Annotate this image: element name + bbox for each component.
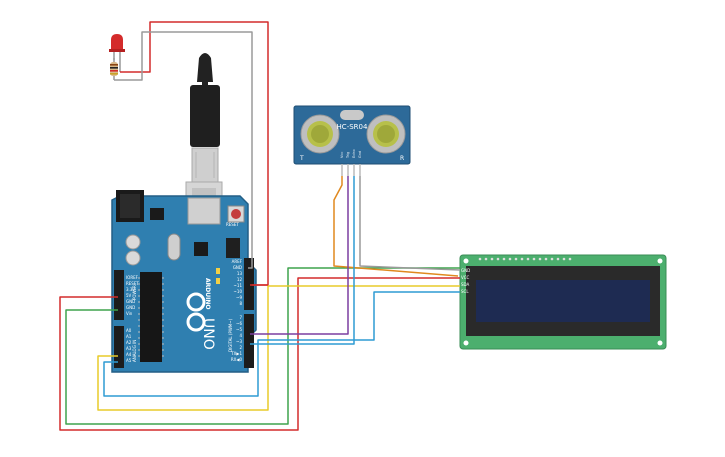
wire-led-ground[interactable]: [114, 31, 253, 269]
pin-label-gnd1: GND: [126, 299, 135, 304]
analog-section-label: ANALOG IN: [132, 340, 137, 362]
lcd-pin-vcc-label: VCC: [461, 275, 470, 280]
pin-label-7: 7: [239, 315, 242, 320]
arduino-logo: [186, 292, 206, 332]
pin-label-gnd2: GND: [126, 305, 135, 310]
sensor-name: HC-SR04: [337, 123, 368, 131]
wire-sensor-echo[interactable]: [250, 176, 355, 345]
pin-label-ioref: IOREF: [126, 275, 139, 280]
red-led[interactable]: [109, 34, 125, 72]
lcd-i2c-display[interactable]: GND VCC SDA SCL: [459, 254, 667, 350]
pin-label-10: ~10: [234, 289, 243, 294]
lcd-pin-scl-label: SCL: [461, 289, 469, 294]
sensor-pin-trig-label: Trig: [346, 152, 350, 159]
wire-sda[interactable]: [97, 285, 460, 411]
arduino-uno-board[interactable]: IOREF RESET 3.3V 5V GND GND Vin A0 A1 A2…: [111, 190, 257, 373]
pin-label-vin: Vin: [126, 311, 133, 316]
digital-header-top[interactable]: [244, 258, 254, 310]
power-section-label: POWER: [132, 285, 137, 300]
usb-chip: [194, 242, 208, 256]
sensor-mark-r: R: [400, 155, 404, 162]
analog-header[interactable]: [114, 326, 124, 368]
receiver-transducer: [366, 114, 406, 154]
wire-5v-power[interactable]: [59, 277, 460, 431]
model-label: UNO: [200, 318, 216, 350]
atmega-chip: [140, 272, 162, 362]
pin-label-a0: A0: [126, 328, 132, 333]
pin-label-4: 4: [239, 333, 242, 338]
digital-header-bottom[interactable]: [244, 314, 254, 368]
pin-label-tx: TX▶1: [230, 351, 242, 356]
pin-label-reset: RESET: [126, 281, 139, 286]
capacitor: [125, 250, 141, 266]
sensor-pin-gnd-label: Gnd: [358, 151, 362, 158]
pin-label-5: ~5: [236, 327, 242, 332]
resistor[interactable]: [110, 58, 118, 80]
sensor-mark-t: T: [299, 155, 304, 162]
power-header[interactable]: [114, 270, 124, 320]
lcd-screen: [476, 280, 650, 322]
pin-label-3: ~3: [236, 339, 242, 344]
pin-label-9: ~9: [236, 295, 242, 300]
wire-sensor-vcc[interactable]: [333, 176, 459, 277]
brand-label: ARDUINO: [204, 278, 211, 309]
transmitter-transducer: [300, 114, 340, 154]
reset-button[interactable]: [231, 209, 241, 219]
pin-label-12: 12: [237, 277, 243, 282]
crystal-oscillator: [167, 233, 181, 261]
capacitor: [125, 234, 141, 250]
icsp-header: [226, 238, 240, 258]
pin-label-a4: A4: [126, 352, 132, 357]
pin-label-aref: AREF: [232, 259, 243, 264]
wire-scl[interactable]: [103, 291, 460, 397]
reset-label: RESET: [226, 222, 239, 227]
wire-sensor-gnd[interactable]: [359, 176, 461, 271]
lcd-pin-gnd-label: GND: [461, 268, 470, 273]
sensor-pin-echo-label: Echo: [352, 150, 356, 159]
pin-label-a5: A5: [126, 358, 132, 363]
wire-sensor-trig[interactable]: [250, 176, 349, 335]
voltage-regulator: [150, 208, 164, 220]
lcd-pin-sda-label: SDA: [461, 282, 470, 287]
pin-label-5v: 5V: [126, 293, 132, 298]
wire-ground[interactable]: [65, 267, 460, 425]
pin-label-a1: A1: [126, 334, 132, 339]
pin-label-3v3: 3.3V: [126, 287, 135, 292]
pin-label-a3: A3: [126, 346, 132, 351]
pin-label-gnd-top: GND: [233, 265, 242, 270]
hc-sr04-sensor[interactable]: HC-SR04 T R Vcc Trig Echo Gnd: [293, 105, 411, 176]
pin-label-a2: A2: [126, 340, 132, 345]
sensor-pin-vcc-label: Vcc: [340, 152, 344, 158]
pin-label-8: 8: [239, 301, 242, 306]
pin-label-11: ~11: [234, 283, 243, 288]
usb-port[interactable]: [187, 197, 221, 225]
pin-label-13: 13: [237, 271, 243, 276]
pin-label-rx: RX◀0: [231, 357, 243, 362]
pin-label-6: ~6: [236, 321, 242, 326]
digital-section-label: DIGITAL (PWM~): [228, 318, 233, 352]
pin-label-2: 2: [239, 345, 242, 350]
